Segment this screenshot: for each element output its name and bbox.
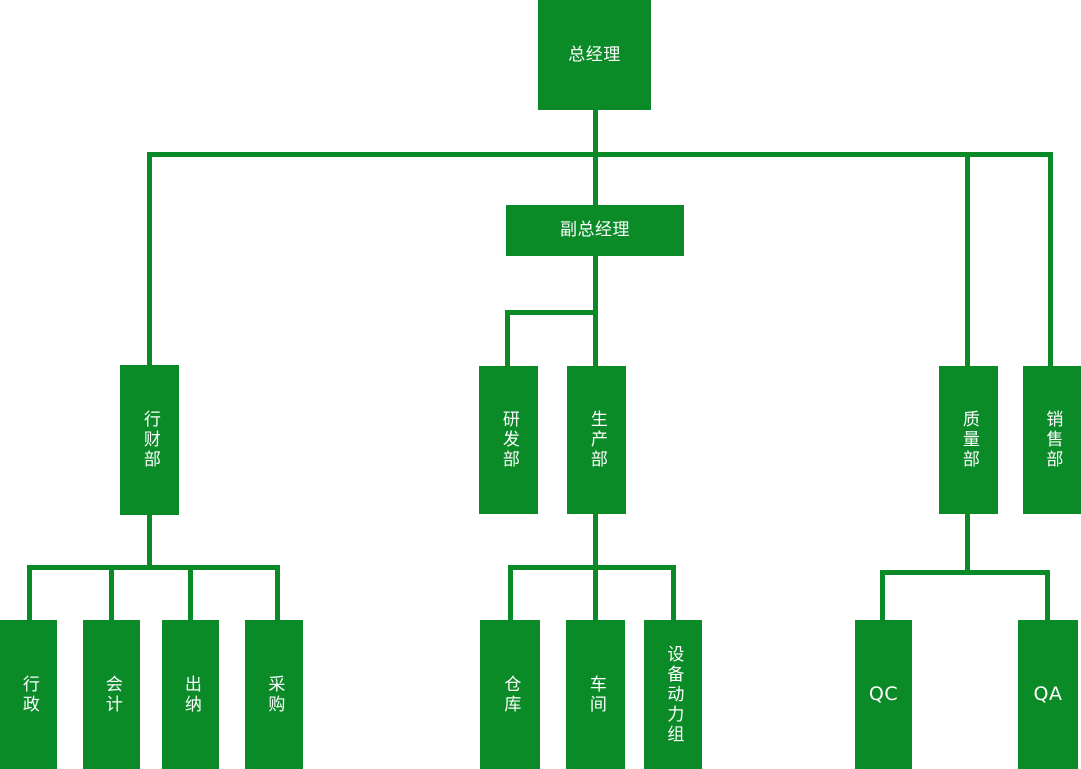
connector-dgm-to-rnd	[505, 310, 510, 366]
org-node-label: 行政	[18, 674, 39, 715]
connector-adminfin-stem	[147, 515, 152, 570]
org-node-label: 采购	[264, 674, 285, 715]
org-node-label: 质量部	[958, 410, 979, 470]
connector-ql-drop-qc	[880, 570, 885, 622]
org-node-workshop[interactable]: 车间	[566, 620, 625, 769]
connector-ql-drop-qa	[1045, 570, 1050, 622]
connector-gm-stem	[593, 110, 598, 154]
connector-dgm-bus	[507, 310, 598, 315]
org-node-qa[interactable]: QA	[1018, 620, 1078, 769]
connector-prod-stem	[593, 514, 598, 569]
connector-af-drop-account	[109, 565, 114, 622]
connector-top-bus	[149, 152, 1053, 157]
connector-bus-to-adminfin	[147, 152, 152, 365]
org-node-label: QA	[1033, 682, 1063, 705]
org-node-purchase[interactable]: 采购	[245, 620, 303, 769]
org-node-label: 总经理	[568, 44, 621, 65]
connector-adminfin-bus	[27, 565, 280, 570]
org-node-quality[interactable]: 质量部	[939, 366, 998, 514]
connector-af-drop-cashier	[188, 565, 193, 622]
connector-af-drop-purchase	[275, 565, 280, 622]
org-node-dgm[interactable]: 副总经理	[506, 205, 684, 256]
org-node-label: 车间	[585, 674, 606, 715]
org-node-label: 出纳	[180, 674, 201, 715]
org-node-cashier[interactable]: 出纳	[162, 620, 219, 769]
org-node-qc[interactable]: QC	[855, 620, 912, 769]
org-node-label: 研发部	[498, 410, 519, 470]
org-node-label: 行财部	[139, 410, 160, 470]
connector-prod-bus	[508, 565, 676, 570]
org-node-warehouse[interactable]: 仓库	[480, 620, 540, 769]
connector-bus-to-dgm	[593, 152, 598, 205]
org-node-label: 生产部	[586, 410, 607, 470]
connector-pd-drop-ws	[593, 565, 598, 622]
org-node-label: 会计	[101, 674, 122, 715]
org-node-prod[interactable]: 生产部	[567, 366, 626, 514]
connector-bus-to-sales	[1048, 152, 1053, 366]
connector-af-drop-admin	[27, 565, 32, 622]
org-node-label: 副总经理	[560, 220, 630, 241]
org-node-label: 仓库	[500, 674, 521, 715]
org-node-admin_fin[interactable]: 行财部	[120, 365, 179, 515]
connector-quality-bus	[880, 570, 1050, 575]
connector-pd-drop-wh	[508, 565, 513, 622]
org-node-admin[interactable]: 行政	[0, 620, 57, 769]
org-node-label: QC	[868, 682, 899, 705]
org-node-label: 设备动力组	[663, 644, 684, 745]
org-node-account[interactable]: 会计	[83, 620, 140, 769]
org-node-rnd[interactable]: 研发部	[479, 366, 538, 514]
org-node-label: 销售部	[1042, 410, 1063, 470]
org-node-sales[interactable]: 销售部	[1023, 366, 1081, 514]
connector-bus-to-quality	[965, 152, 970, 366]
org-node-equipment[interactable]: 设备动力组	[644, 620, 702, 769]
connector-pd-drop-eq	[671, 565, 676, 622]
connector-quality-stem	[965, 514, 970, 572]
org-node-gm[interactable]: 总经理	[538, 0, 651, 110]
